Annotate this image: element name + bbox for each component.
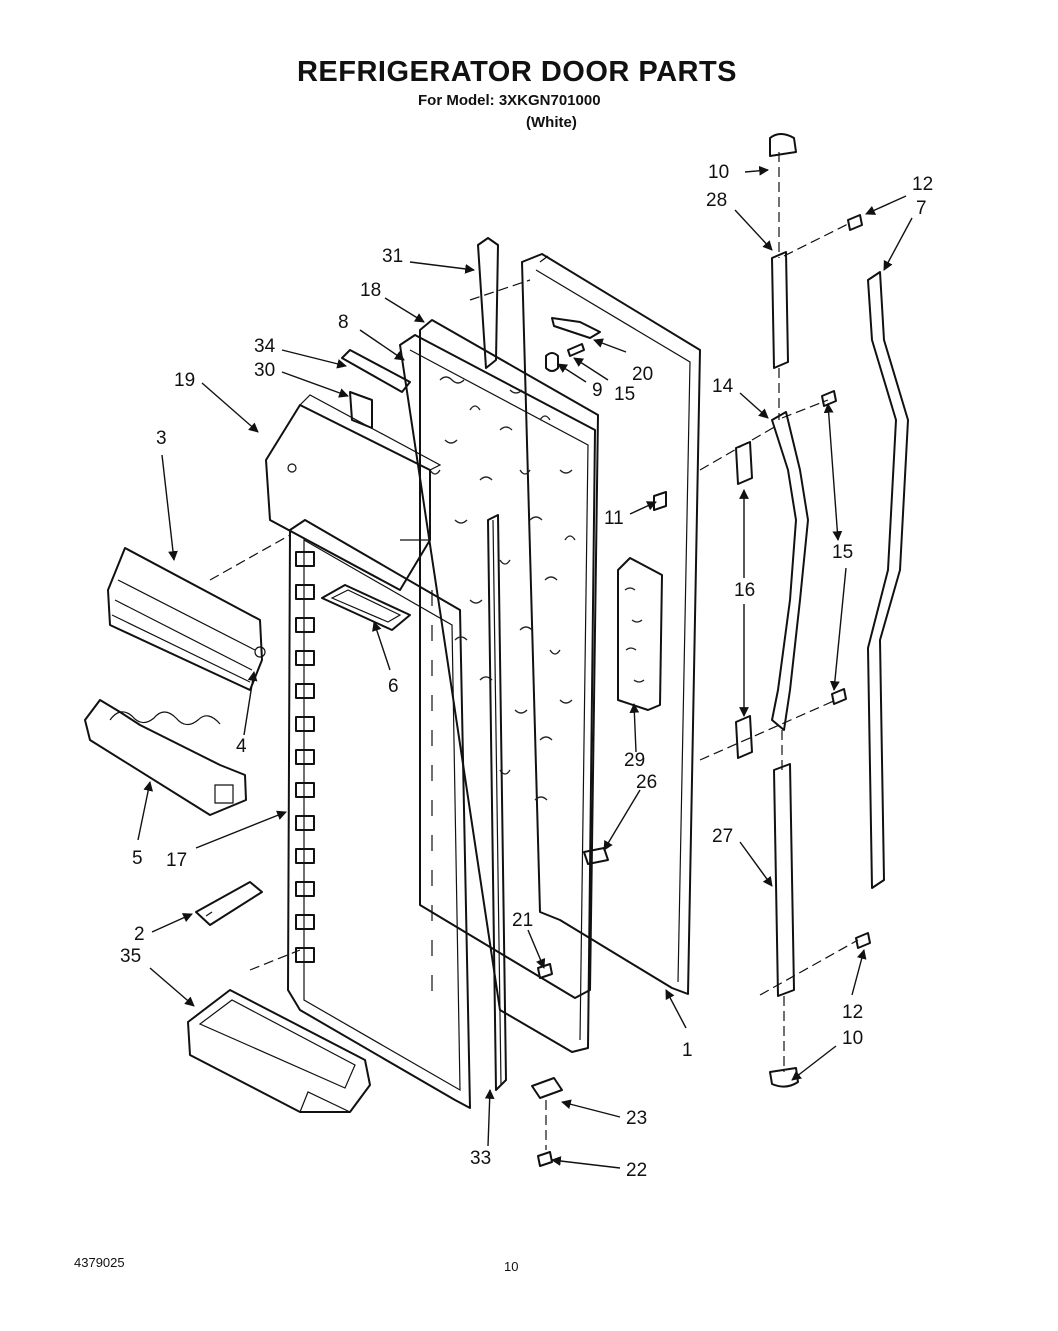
callout-15-right: 15 <box>832 542 853 563</box>
callout-20: 20 <box>632 364 653 385</box>
callout-33: 33 <box>470 1148 491 1169</box>
callout-3: 3 <box>156 428 167 449</box>
callout-22: 22 <box>626 1160 647 1181</box>
callout-23: 23 <box>626 1108 647 1129</box>
dispenser-cover <box>341 349 411 429</box>
shelf-clip <box>195 881 263 926</box>
upper-door-bin <box>265 394 442 591</box>
callout-14: 14 <box>712 376 734 397</box>
handle-bottom-cap <box>769 1067 799 1088</box>
callout-30: 30 <box>254 360 275 381</box>
door-closer-cam <box>583 847 609 865</box>
inner-door-liner <box>287 519 471 1109</box>
door-plug <box>537 963 553 979</box>
door-screw-top <box>567 343 585 357</box>
handle-top-cap <box>769 133 797 157</box>
callout-16: 16 <box>734 580 755 601</box>
callout-11: 11 <box>604 508 624 529</box>
callout-7: 7 <box>916 198 927 219</box>
door-channel-strip <box>477 237 499 369</box>
callout-34: 34 <box>254 336 276 357</box>
dairy-door <box>107 547 266 691</box>
page-number: 10 <box>504 1259 519 1274</box>
callout-8: 8 <box>338 312 349 333</box>
callout-12-top: 12 <box>912 174 933 195</box>
callout-17: 17 <box>166 850 187 871</box>
door-hinge-bracket <box>551 317 601 339</box>
door-handle <box>771 411 809 731</box>
callout-29: 29 <box>624 750 645 771</box>
callout-2: 2 <box>134 924 145 945</box>
callout-1: 1 <box>682 1040 693 1061</box>
callout-21: 21 <box>512 910 533 931</box>
document-number: 4379025 <box>74 1255 125 1270</box>
door-clip <box>653 491 667 511</box>
callout-19: 19 <box>174 370 195 391</box>
callout-labels: 10 12 28 7 31 18 8 34 30 19 20 9 15 14 3… <box>120 162 933 1181</box>
model-number: For Model: 3XKGN701000 <box>418 92 601 109</box>
callout-10-top: 10 <box>708 162 729 183</box>
lower-door-bin <box>187 989 371 1113</box>
callout-5: 5 <box>132 848 143 869</box>
door-stop <box>545 352 559 372</box>
door-gasket <box>399 334 596 1053</box>
assembly-lines <box>209 152 859 1150</box>
callout-15-top: 15 <box>614 384 635 405</box>
page-title: REFRIGERATOR DOOR PARTS <box>296 56 738 88</box>
handle-long-trim <box>867 271 909 889</box>
callout-28: 28 <box>706 190 727 211</box>
callout-35: 35 <box>120 946 141 967</box>
dispenser-tray <box>321 584 411 631</box>
callout-31: 31 <box>382 246 403 267</box>
insulation-panel <box>419 319 599 999</box>
door-bottom-hinge-bracket <box>531 1077 563 1099</box>
callout-27: 27 <box>712 826 733 847</box>
handle-screws <box>821 214 871 949</box>
door-foam-block <box>617 557 663 711</box>
egg-bin <box>84 699 247 816</box>
handle-lower-trim <box>773 763 795 997</box>
leader-lines <box>137 165 913 1169</box>
callout-26: 26 <box>636 772 657 793</box>
door-hinge-screw <box>537 1151 553 1167</box>
callout-6: 6 <box>388 676 399 697</box>
callout-9: 9 <box>592 380 603 401</box>
handle-upper-trim <box>771 251 789 369</box>
callout-12-bottom: 12 <box>842 1002 863 1023</box>
outer-door-panel <box>521 253 701 995</box>
callout-10-bottom: 10 <box>842 1028 863 1049</box>
callout-4: 4 <box>236 736 247 757</box>
model-color: (White) <box>526 114 577 131</box>
door-trim-strip <box>487 514 507 1091</box>
callout-18: 18 <box>360 280 381 301</box>
